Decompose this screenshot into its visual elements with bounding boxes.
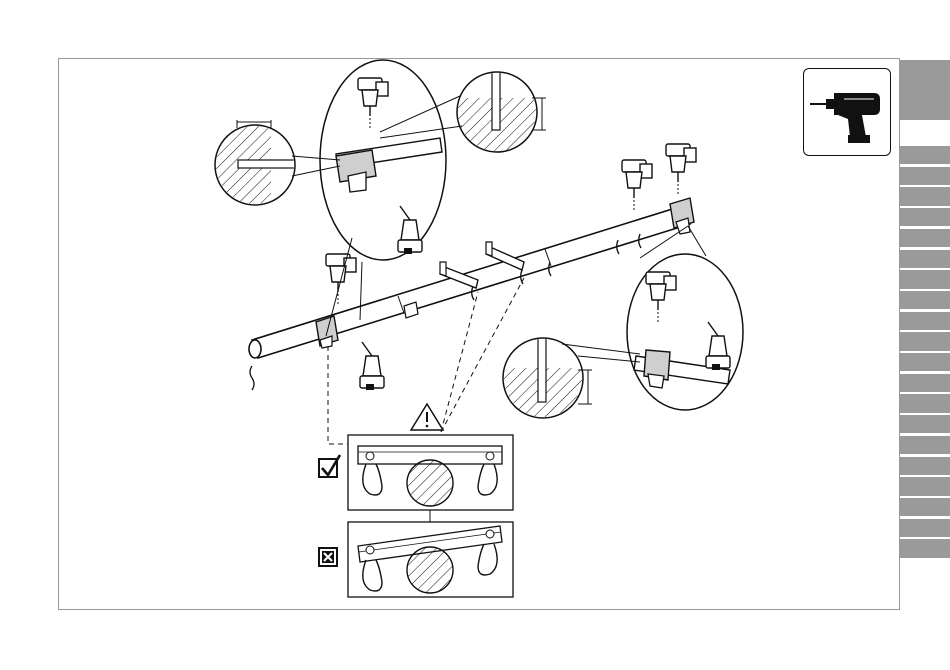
checkbox-checked-icon [319, 455, 340, 477]
drill-icon-right-b [666, 144, 696, 196]
drill-icon-left-bottom [360, 342, 384, 390]
correct-mount-panel [348, 435, 513, 510]
drill-icon-right-a [622, 160, 652, 212]
checkbox-crossed-icon [319, 548, 337, 566]
detail-zoom-right [627, 226, 743, 410]
rod-bracket-right [670, 198, 694, 234]
curtain-rod [249, 206, 690, 390]
wrong-mount-panel [348, 522, 513, 597]
ceiling-cross-section-right [503, 336, 640, 424]
warning-triangle-icon [411, 404, 443, 430]
